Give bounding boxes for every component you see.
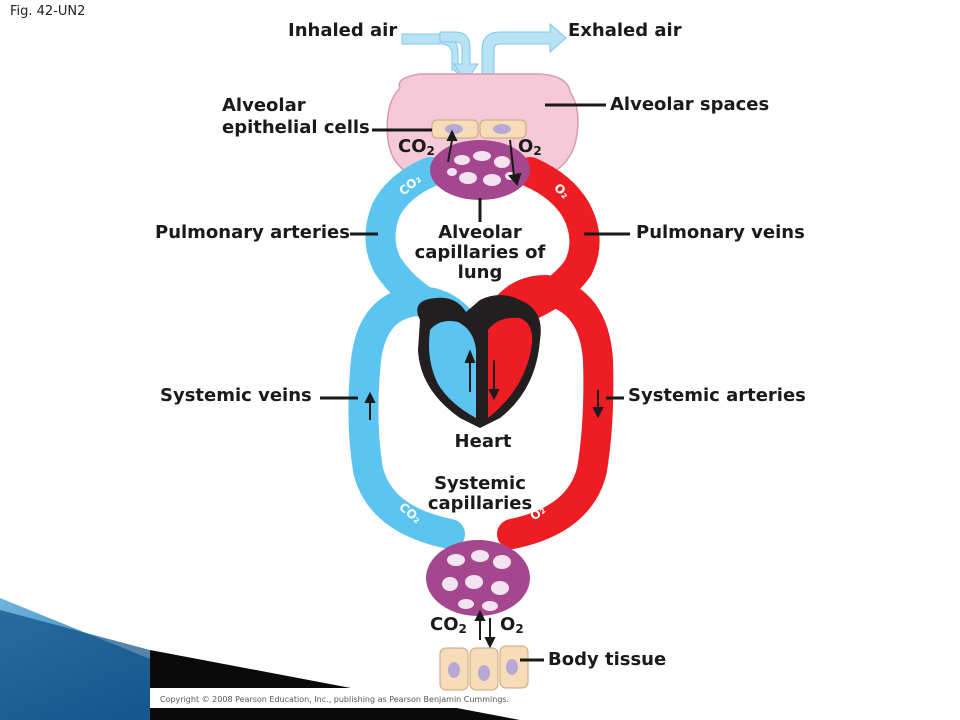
- systemic-capillaries-label-line1: Systemic: [434, 473, 526, 494]
- alveolar-spaces-label: Alveolar spaces: [610, 94, 770, 115]
- heart-right-side: [429, 321, 476, 418]
- alveolar-epithelial-cells-label-line1: Alveolar: [222, 95, 306, 116]
- alveolar-epithelial-cells-label-line2: epithelial cells: [222, 117, 370, 138]
- o2-label-body: O2: [500, 614, 524, 636]
- o2-label-lung: O2: [518, 136, 542, 158]
- flow-arrows: [364, 129, 604, 649]
- co2-label-body: CO2: [430, 614, 467, 636]
- systemic-capillaries-label-line2: capillaries: [427, 493, 533, 514]
- figure-label: Fig. 42-UN2: [10, 4, 86, 19]
- heart-label: Heart: [454, 431, 512, 452]
- systemic-arteries-label: Systemic arteries: [628, 385, 806, 406]
- systemic-veins-label: Systemic veins: [160, 385, 312, 406]
- alveolar-capillary-network: [430, 140, 530, 200]
- alveolar-epithelial-cells: [431, 119, 527, 139]
- alveolar-capillaries-label-line3: lung: [457, 262, 503, 283]
- co2-label-lung: CO2: [398, 136, 435, 158]
- alveolar-capillaries-label-line1: Alveolar: [438, 222, 522, 243]
- air-flow-arrows: [401, 22, 567, 85]
- systemic-capillary-network: [426, 540, 530, 616]
- inhaled-air-label: Inhaled air: [288, 20, 398, 41]
- alveolar-capillaries-label-line2: capillaries of: [414, 242, 546, 263]
- pulmonary-arteries-label: Pulmonary arteries: [155, 222, 350, 243]
- corner-decoration: [0, 598, 772, 720]
- heart-left-side: [488, 317, 533, 418]
- exhaled-air-label: Exhaled air: [568, 20, 682, 41]
- body-tissue-label: Body tissue: [548, 649, 667, 670]
- body-tissue-cells: [439, 645, 529, 691]
- copyright-notice: Copyright © 2008 Pearson Education, Inc.…: [160, 695, 510, 704]
- pulmonary-veins-label: Pulmonary veins: [636, 222, 805, 243]
- leader-lines: [320, 103, 630, 662]
